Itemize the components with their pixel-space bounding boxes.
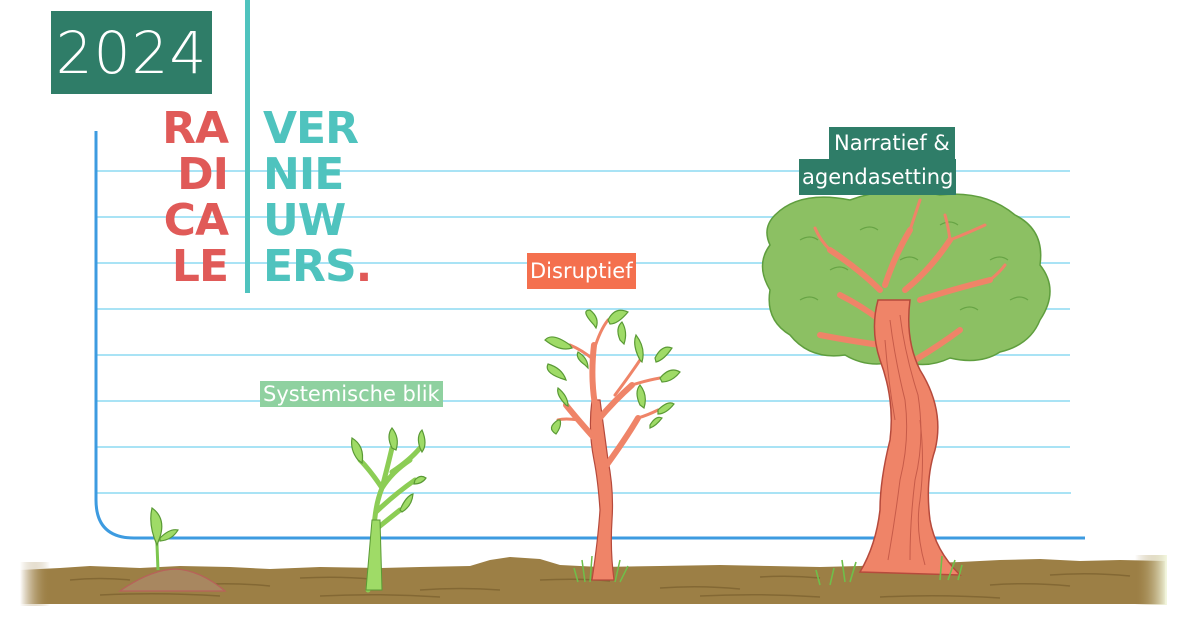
stage-label-systemische-blik: Systemische blik bbox=[260, 381, 443, 407]
year-badge: 2024 bbox=[51, 11, 212, 94]
logo-dot: . bbox=[355, 241, 373, 292]
logo-line: CA bbox=[163, 195, 229, 246]
year-text: 2024 bbox=[55, 18, 208, 87]
stage-label-disruptief: Disruptief bbox=[527, 253, 636, 289]
logo-line: RA bbox=[162, 103, 229, 154]
logo-vernieuwers: VER NIE UW ERS. bbox=[263, 103, 372, 292]
logo-divider bbox=[245, 0, 250, 293]
stage-label-line2: agendasetting bbox=[799, 159, 957, 195]
logo-line: VER bbox=[263, 103, 359, 154]
logo-line: NIE bbox=[263, 149, 344, 200]
logo-line: DI bbox=[177, 149, 229, 200]
logo-line: LE bbox=[171, 241, 229, 292]
logo-line-text: ERS bbox=[263, 241, 357, 292]
logo-line-last: ERS. bbox=[263, 245, 372, 292]
stage-label-line1: Narratief & bbox=[829, 127, 955, 159]
logo-radicale: RA DI CA LE bbox=[138, 103, 229, 292]
logo-line: UW bbox=[263, 195, 346, 246]
